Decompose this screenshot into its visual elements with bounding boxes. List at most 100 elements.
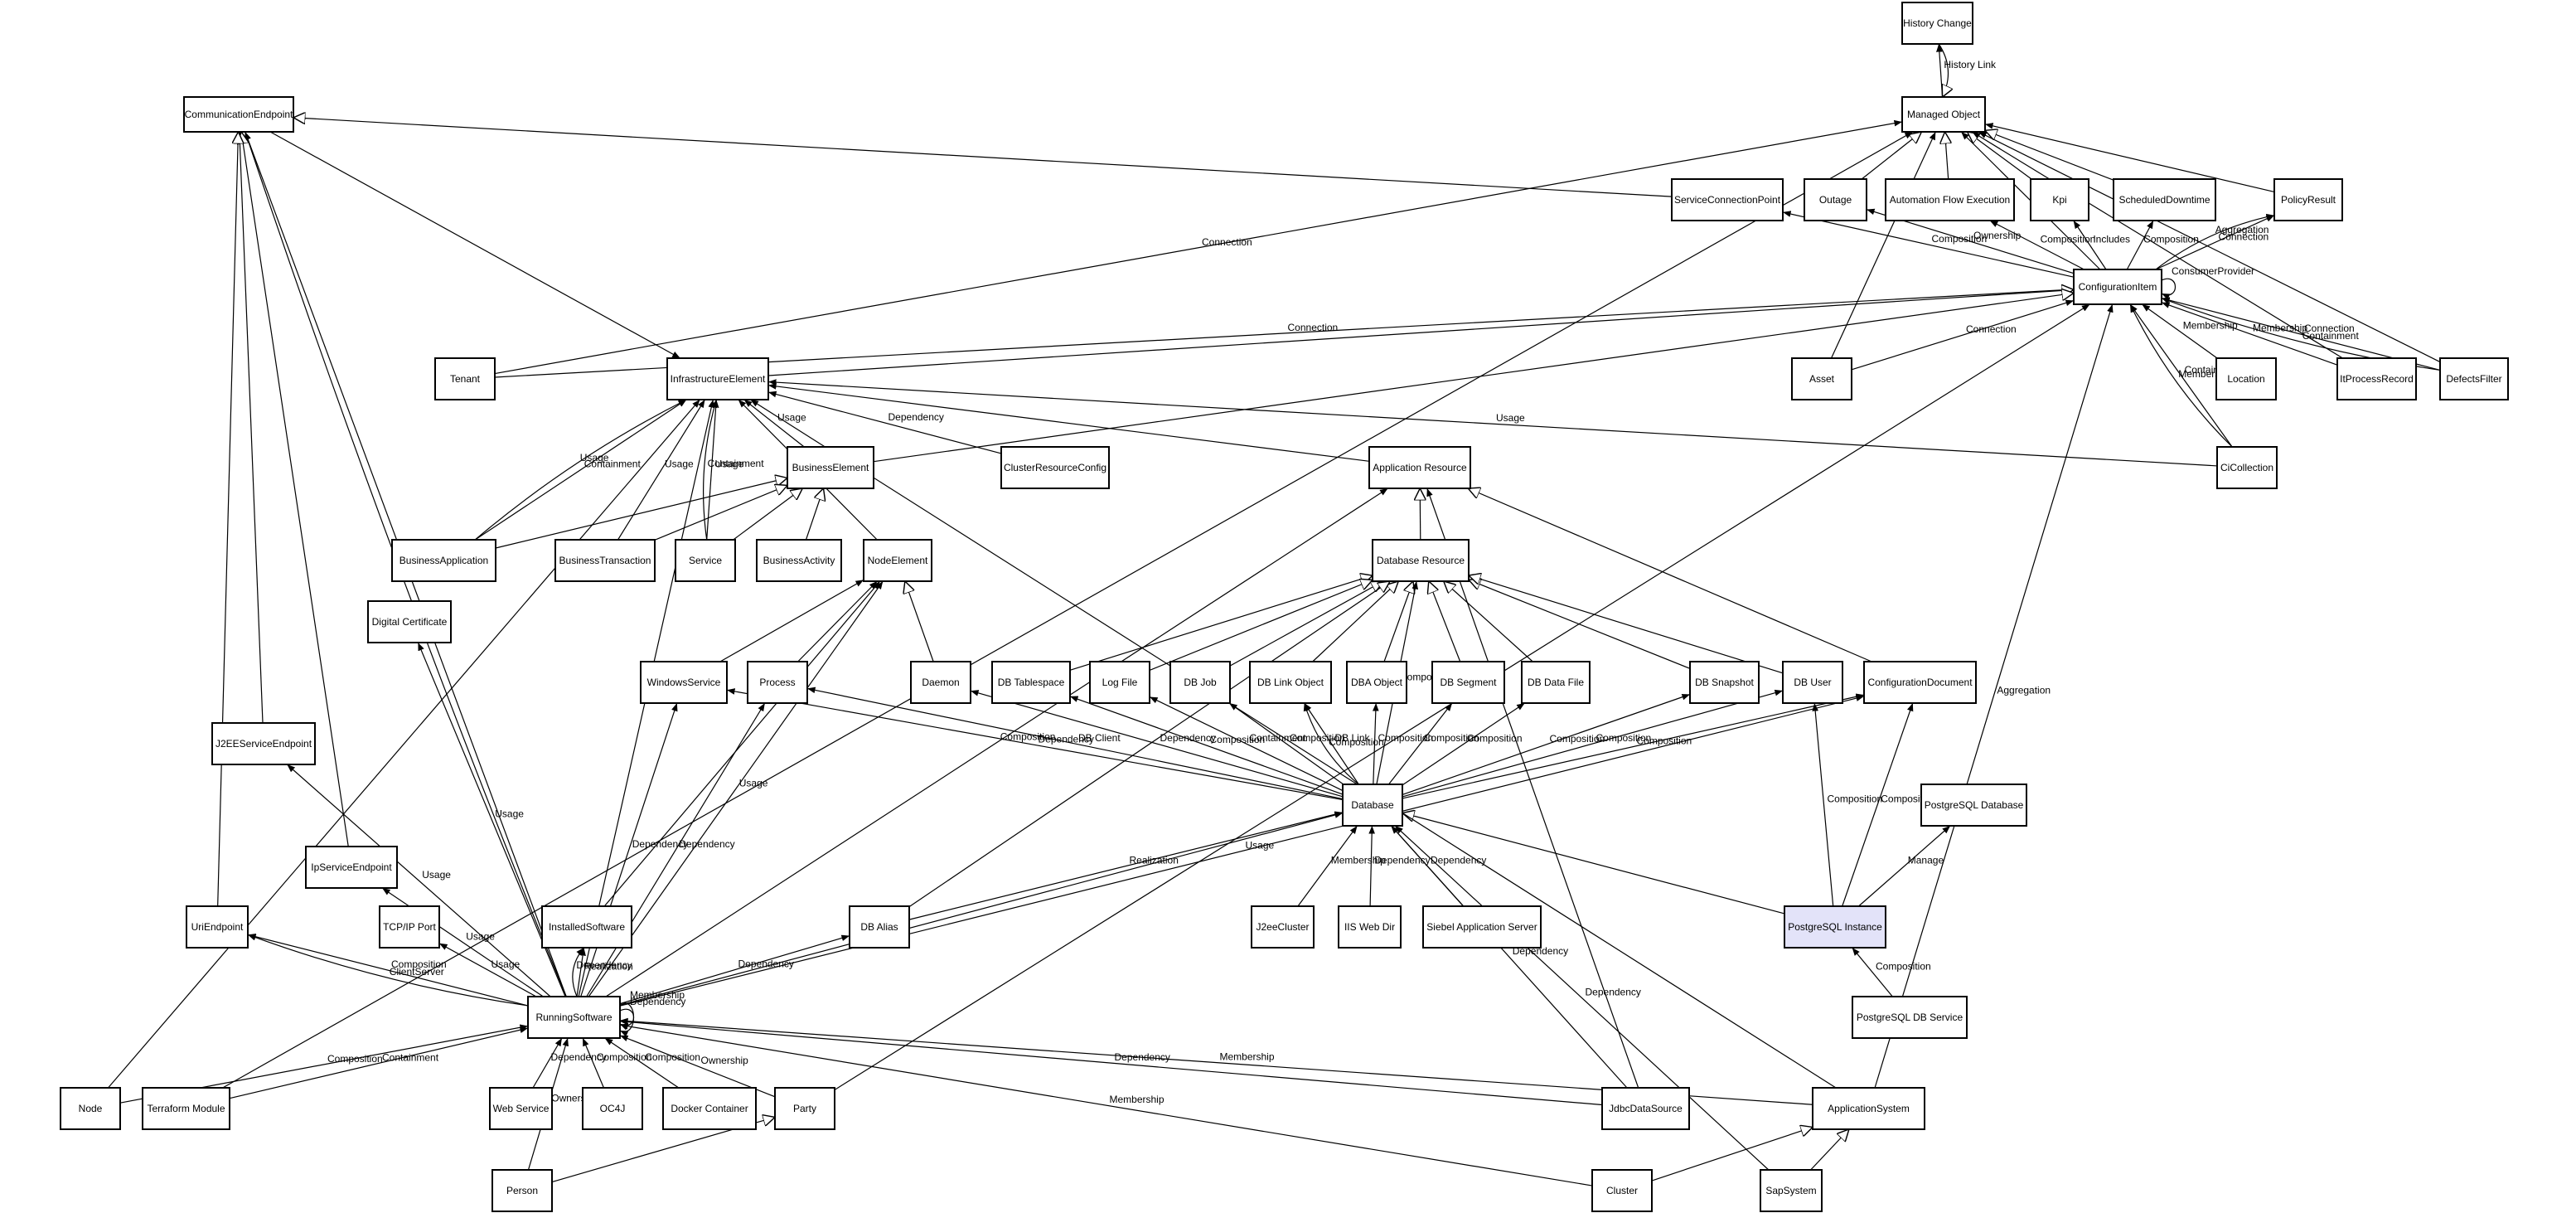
class-node-appres[interactable]: Application Resource	[1368, 446, 1471, 489]
edge-cicoll-to-ci	[2129, 303, 2233, 448]
class-node-siebel[interactable]: Siebel Application Server	[1422, 905, 1542, 949]
class-node-defects[interactable]: DefectsFilter	[2439, 357, 2509, 400]
class-name: PostgreSQL DB Service	[1857, 1012, 1963, 1023]
class-node-tenant[interactable]: Tenant	[434, 357, 496, 400]
class-box	[1368, 446, 1471, 489]
class-node-j2eeep[interactable]: J2EEServiceEndpoint	[211, 722, 316, 765]
class-node-logfile[interactable]: Log File	[1089, 661, 1150, 704]
class-box	[1901, 96, 1986, 133]
edge-runsw-to-dbalias	[619, 934, 850, 1005]
class-box	[1372, 539, 1470, 582]
class-node-itproc[interactable]: ItProcessRecord	[2336, 357, 2417, 400]
edge-label: Dependency	[1374, 855, 1430, 866]
class-box	[367, 600, 452, 643]
class-node-dbuser[interactable]: DB User	[1782, 661, 1843, 704]
class-node-confdoc[interactable]: ConfigurationDocument	[1863, 661, 1977, 704]
class-node-cluster[interactable]: Cluster	[1591, 1169, 1653, 1212]
class-node-daemon[interactable]: Daemon	[910, 661, 971, 704]
class-node-dbjob[interactable]: DB Job	[1169, 661, 1231, 704]
class-node-service[interactable]: Service	[675, 539, 736, 582]
class-node-scp[interactable]: ServiceConnectionPoint	[1671, 178, 1784, 221]
edge-line	[743, 399, 805, 448]
class-node-infra[interactable]: InfrastructureElement	[666, 357, 769, 400]
class-node-person[interactable]: Person	[491, 1169, 553, 1212]
class-name: DB Data File	[1528, 677, 1584, 688]
edge-line	[1851, 299, 2075, 371]
edge-runsw-to-runsw	[619, 1008, 635, 1031]
class-node-ci[interactable]: ConfigurationItem	[2073, 269, 2162, 305]
class-node-bizel[interactable]: BusinessElement	[787, 446, 874, 489]
class-node-asset[interactable]: Asset	[1791, 357, 1852, 400]
class-node-bizapp[interactable]: BusinessApplication	[391, 539, 496, 582]
class-box	[1804, 178, 1867, 221]
class-node-process[interactable]: Process	[747, 661, 808, 704]
class-node-ipep[interactable]: IpServiceEndpoint	[305, 846, 398, 889]
class-node-biztx[interactable]: BusinessTransaction	[554, 539, 656, 582]
class-node-crc[interactable]: ClusterResourceConfig	[1000, 446, 1110, 489]
edge-line	[1402, 702, 1526, 786]
class-node-pgdb[interactable]: PostgreSQL Database	[1920, 784, 2027, 827]
class-node-dblink[interactable]: DB Link Object	[1249, 661, 1332, 704]
class-node-runsw[interactable]: RunningSoftware	[527, 996, 621, 1039]
edge-ci-to-kpi	[2073, 220, 2107, 270]
edge-label: Composition	[1550, 733, 1605, 745]
class-node-docker[interactable]: Docker Container	[662, 1087, 757, 1130]
class-node-location[interactable]: Location	[2215, 357, 2277, 400]
edge-label: Composition	[1424, 732, 1479, 744]
class-name: BusinessActivity	[763, 555, 835, 566]
class-name: ApplicationSystem	[1828, 1103, 1910, 1114]
class-node-dbdata[interactable]: DB Data File	[1521, 661, 1591, 704]
class-node-dbseg[interactable]: DB Segment	[1431, 661, 1505, 704]
class-node-winsvc[interactable]: WindowsService	[640, 661, 728, 704]
class-node-database[interactable]: Database	[1342, 784, 1403, 827]
class-node-kpi[interactable]: Kpi	[2030, 178, 2089, 221]
class-name: J2EEServiceEndpoint	[215, 738, 312, 750]
class-node-dbaobj[interactable]: DBA Object	[1346, 661, 1407, 704]
class-node-websvc[interactable]: Web Service	[489, 1087, 553, 1130]
class-node-dbsnap[interactable]: DB Snapshot	[1689, 661, 1760, 704]
class-node-jdbc[interactable]: JdbcDataSource	[1601, 1087, 1690, 1130]
edge-database-to-process	[806, 687, 1344, 800]
class-node-uriep[interactable]: UriEndpoint	[186, 905, 249, 949]
class-node-afe[interactable]: Automation Flow Execution	[1885, 178, 2015, 221]
class-node-managed[interactable]: Managed Object	[1901, 96, 1986, 133]
class-node-iisweb[interactable]: IIS Web Dir	[1338, 905, 1402, 949]
class-node-cicoll[interactable]: CiCollection	[2216, 446, 2278, 489]
class-node-outage[interactable]: Outage	[1804, 178, 1867, 221]
class-node-party[interactable]: Party	[774, 1087, 835, 1130]
class-node-tcpip[interactable]: TCP/IP Port	[379, 905, 440, 949]
class-name: DB Link Object	[1257, 677, 1324, 688]
class-name: OC4J	[600, 1103, 626, 1114]
class-node-appsys[interactable]: ApplicationSystem	[1812, 1087, 1925, 1130]
class-box	[910, 661, 971, 704]
edge-line	[619, 1008, 635, 1031]
class-node-oc4j[interactable]: OC4J	[582, 1087, 643, 1130]
edge-runsw-to-winsvc	[580, 702, 678, 997]
class-box	[1251, 905, 1315, 949]
edge-line	[2129, 303, 2233, 448]
class-node-pginst[interactable]: PostgreSQL Instance	[1784, 905, 1886, 949]
edge-label: Connection	[1966, 323, 2017, 335]
edge-line	[381, 887, 544, 997]
class-name: IIS Web Dir	[1344, 921, 1395, 933]
class-node-commep[interactable]: CommunicationEndpoint	[183, 96, 294, 133]
edge-line	[706, 399, 719, 541]
class-node-node[interactable]: Node	[60, 1087, 121, 1130]
class-node-digcert[interactable]: Digital Certificate	[367, 600, 452, 643]
class-node-sched[interactable]: ScheduledDowntime	[2113, 178, 2216, 221]
class-node-dbres[interactable]: Database Resource	[1372, 539, 1470, 582]
class-node-policy[interactable]: PolicyResult	[2273, 178, 2343, 221]
class-node-history[interactable]: History Change	[1901, 2, 1973, 45]
class-box	[211, 722, 316, 765]
class-box	[1000, 446, 1110, 489]
class-node-dbts[interactable]: DB Tablespace	[991, 661, 1071, 704]
class-node-dbalias[interactable]: DB Alias	[849, 905, 910, 949]
class-node-terraform[interactable]: Terraform Module	[142, 1087, 230, 1130]
class-node-sapsys[interactable]: SapSystem	[1760, 1169, 1823, 1212]
class-box	[2216, 446, 2278, 489]
class-node-j2eecl[interactable]: J2eeCluster	[1251, 905, 1315, 949]
class-node-instsw[interactable]: InstalledSoftware	[541, 905, 632, 949]
class-node-nodeel[interactable]: NodeElement	[863, 539, 932, 582]
class-node-bizact[interactable]: BusinessActivity	[756, 539, 842, 582]
class-node-pgsvc[interactable]: PostgreSQL DB Service	[1852, 996, 1968, 1039]
